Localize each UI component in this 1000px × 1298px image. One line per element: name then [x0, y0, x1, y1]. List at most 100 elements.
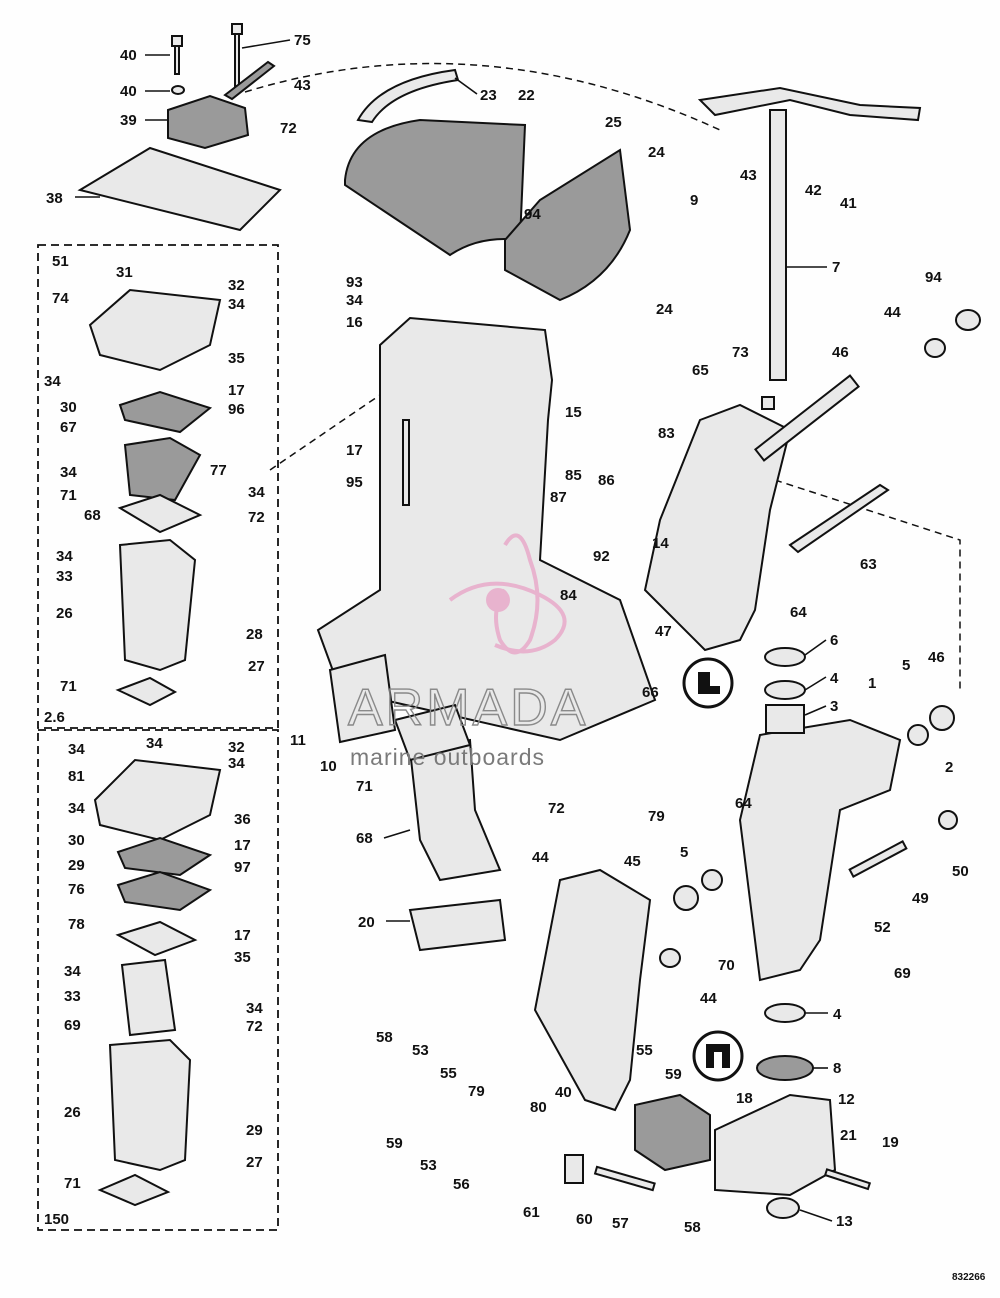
callout-57: 58: [684, 1219, 701, 1236]
callout-42: 42: [805, 182, 822, 199]
callout-38: 39: [120, 112, 137, 129]
callout-71-mid: 71: [356, 778, 373, 795]
callout-54: 55: [636, 1042, 653, 1059]
callout-37: 38: [46, 190, 63, 207]
callout-22: 22: [518, 87, 535, 104]
steering-handle-top: [697, 86, 922, 122]
callout-93: 95: [346, 474, 363, 491]
cap-50: [938, 810, 958, 830]
callout-72-a2: 72: [248, 509, 265, 526]
watermark: ARMADA marine outboards: [347, 533, 588, 770]
callout-25: 25: [605, 114, 622, 131]
callout-15: 15: [565, 404, 582, 421]
bushing-75: [761, 396, 775, 410]
callout-73: 72: [548, 800, 565, 817]
spring-43-top: [223, 60, 276, 101]
clamp-bracket-1: [738, 718, 902, 982]
gasket-71-a: [115, 676, 178, 707]
duct-26-b: [108, 1038, 192, 1172]
callout-56: 57: [612, 1215, 629, 1232]
callout-40-b: 40: [555, 1084, 572, 1101]
swivel-bracket-64: [643, 403, 792, 652]
watermark-brand: ARMADA: [348, 679, 588, 737]
callout-43: 43: [294, 77, 311, 94]
callout-58-b: 59: [386, 1135, 403, 1152]
callout-89: 92: [593, 548, 610, 565]
callout-34-a4: 34: [248, 484, 265, 501]
callout-81: 79: [648, 808, 665, 825]
callout-58-a: 58: [376, 1029, 393, 1046]
callout-34-b1: 34: [146, 735, 163, 752]
callout-33-a: 33: [56, 568, 73, 585]
callout-49: 49: [912, 890, 929, 907]
housing-30-b: [93, 758, 222, 842]
selector-symbol-bottom: [692, 1030, 744, 1082]
callout-64: 65: [692, 362, 709, 379]
callout-4-top: 4: [830, 670, 839, 687]
callout-10: 10: [320, 758, 337, 775]
callout-11: 11: [290, 732, 306, 749]
callout-30-a: 30: [60, 399, 77, 416]
callout-7: 7: [832, 259, 840, 276]
washer-46-right: [929, 705, 955, 731]
callout-17-mid: 17: [346, 442, 363, 459]
callout-44-b: 44: [700, 990, 717, 1007]
callout-71-a: 71: [60, 678, 77, 695]
cowl-22: [344, 118, 527, 257]
callout-83: 80: [530, 1099, 547, 1116]
callout-32-a: 32: [228, 277, 245, 294]
callout-35-c: 35: [234, 949, 251, 966]
callout-77: 75: [294, 32, 311, 49]
callout-19: 19: [882, 1134, 899, 1151]
callout-62: 64: [790, 604, 807, 621]
plate-29: [116, 836, 213, 877]
screw-39: [171, 35, 183, 75]
washer-46-left: [673, 885, 699, 911]
callout-34-b2: 34: [228, 755, 245, 772]
gasket-21: [408, 898, 507, 952]
housing-30-a: [88, 288, 222, 372]
callout-45: 44: [532, 849, 549, 866]
plate-66: [118, 390, 213, 434]
callout-90: 93: [346, 274, 363, 291]
callout-31: 31: [116, 264, 133, 281]
bushing-5-right: [907, 724, 929, 746]
selector-symbol-top: [682, 657, 734, 709]
ring-4-bottom: [764, 1003, 806, 1023]
callout-61: 63: [860, 556, 877, 573]
callout-34-mid: 34: [346, 292, 363, 309]
callout-55-b: 56: [453, 1176, 470, 1193]
gasket-79-b: [115, 920, 198, 957]
callout-85: 84: [560, 587, 577, 604]
callout-39: 40: [120, 47, 137, 64]
callout-87: 86: [598, 472, 615, 489]
callout-91: 94: [925, 269, 942, 286]
plate-60: [564, 1154, 584, 1184]
assembly-line-left: [269, 394, 381, 471]
callout-17-a: 17: [228, 382, 245, 399]
callout-8: 8: [833, 1060, 841, 1077]
gasket-71-b: [97, 1173, 171, 1207]
callout-71-b: 71: [64, 1175, 81, 1192]
callout-69: 69: [894, 965, 911, 982]
callout-36-a: 35: [228, 350, 245, 367]
callout-75: 73: [732, 344, 749, 361]
callout-76: 74: [52, 290, 69, 307]
gasket-37: [77, 146, 282, 232]
callout-80: 79: [468, 1083, 485, 1100]
callout-4-bottom: 4: [833, 1006, 842, 1023]
ring-4-top: [764, 680, 806, 700]
watermark-logo: [448, 533, 567, 655]
callout-9: 9: [690, 192, 698, 209]
callout-82: 81: [68, 768, 85, 785]
callout-55-a: 55: [440, 1065, 457, 1082]
callout-5-left: 5: [680, 844, 688, 861]
callout-41: 41: [840, 195, 857, 212]
callout-26-a: 26: [56, 605, 73, 622]
callout-27-b: 27: [246, 1154, 263, 1171]
assembly-line-right: [774, 479, 961, 690]
clamp-bracket-45: [533, 868, 652, 1112]
callout-59-a: 59: [665, 1066, 682, 1083]
callout-14: 14: [652, 535, 669, 552]
